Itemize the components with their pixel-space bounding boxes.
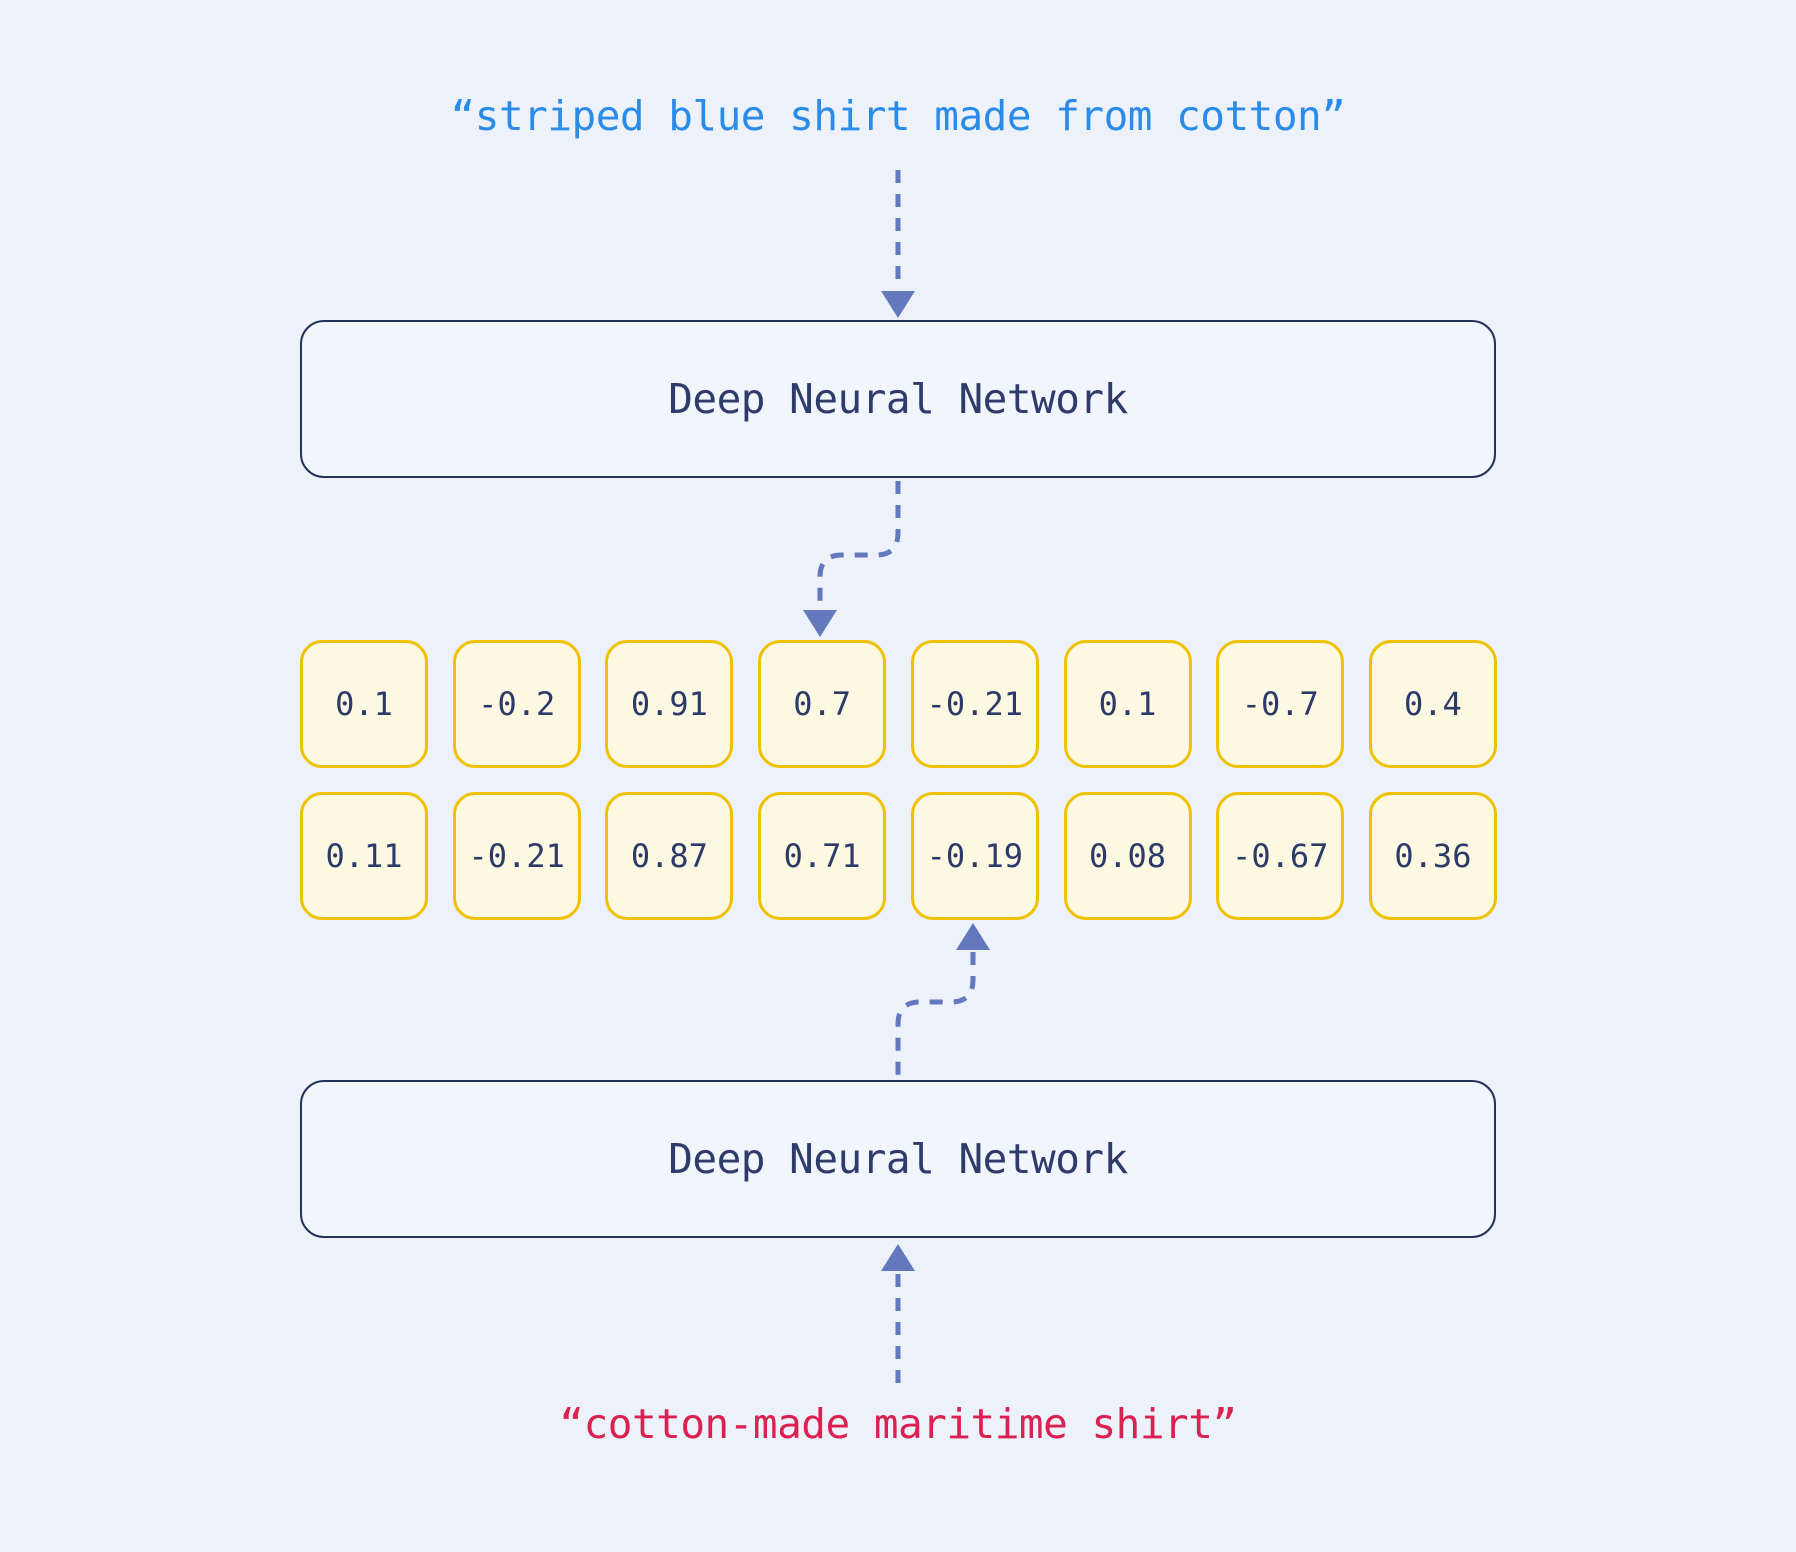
- dashed-arrow-query-to-dnn-bottom-icon: [881, 1244, 915, 1392]
- query-text-bottom: “cotton-made maritime shirt”: [559, 1400, 1237, 1448]
- embedding-cell: -0.21: [910, 640, 1039, 768]
- embedding-cell: -0.67: [1216, 792, 1345, 920]
- embedding-cell: -0.19: [910, 792, 1039, 920]
- embedding-cell: 0.11: [300, 792, 428, 920]
- dnn-box-top-label: Deep Neural Network: [668, 375, 1128, 423]
- query-text-top: “striped blue shirt made from cotton”: [450, 92, 1346, 140]
- embedding-grid: 0.1 -0.2 0.91 0.7 -0.21 0.1 -0.7 0.4 0.1…: [300, 640, 1497, 920]
- embedding-cell: -0.2: [452, 640, 581, 768]
- dashed-arrow-dnn-top-to-embedding-icon: [803, 481, 901, 637]
- dnn-box-bottom-label: Deep Neural Network: [668, 1135, 1128, 1183]
- embedding-cell: 0.36: [1368, 792, 1497, 920]
- embedding-cell: -0.7: [1216, 640, 1345, 768]
- embedding-cell: -0.21: [452, 792, 581, 920]
- embedding-row-1: 0.1 -0.2 0.91 0.7 -0.21 0.1 -0.7 0.4: [300, 640, 1497, 768]
- embedding-cell: 0.87: [605, 792, 734, 920]
- embedding-cell: 0.08: [1063, 792, 1192, 920]
- embedding-cell: 0.1: [1063, 640, 1192, 768]
- dashed-arrow-query-to-dnn-top-icon: [881, 170, 915, 318]
- dashed-arrow-dnn-bottom-to-embedding-icon: [895, 923, 990, 1078]
- embedding-cell: 0.4: [1368, 640, 1497, 768]
- embedding-cell: 0.71: [758, 792, 887, 920]
- embedding-cell: 0.1: [300, 640, 428, 768]
- embedding-cell: 0.7: [758, 640, 887, 768]
- dnn-box-bottom: Deep Neural Network: [300, 1080, 1496, 1238]
- dnn-box-top: Deep Neural Network: [300, 320, 1496, 478]
- embedding-row-2: 0.11 -0.21 0.87 0.71 -0.19 0.08 -0.67 0.…: [300, 792, 1497, 920]
- embedding-cell: 0.91: [605, 640, 734, 768]
